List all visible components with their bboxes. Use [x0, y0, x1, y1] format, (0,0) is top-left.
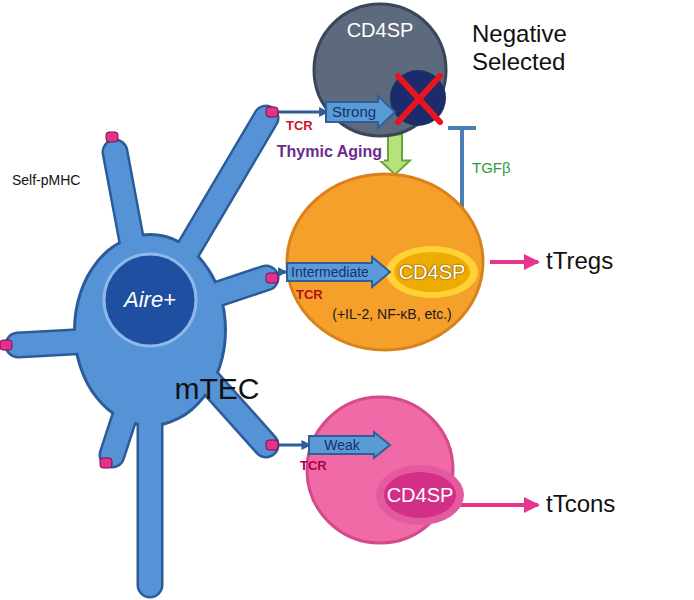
cell-name: mTEC — [175, 372, 260, 407]
factor-label: TGFβ — [470, 159, 513, 176]
signal-note: (+IL-2, NF-κB, etc.) — [332, 306, 451, 322]
molecule-label: Self-pMHC — [12, 172, 80, 188]
arrow-connector — [278, 111, 329, 114]
receptor-label: TCR — [300, 459, 327, 474]
mtec-cell: mTEC Aire+ — [0, 40, 278, 600]
output-label: tTregs — [546, 247, 613, 275]
signal-strength: Strong — [332, 103, 376, 120]
cell-label: CD4SP — [347, 19, 414, 42]
cell-label: CD4SP — [399, 261, 466, 284]
tcon-output-arrow — [449, 503, 538, 507]
cell-label: CD4SP — [387, 484, 454, 507]
arrow-connector — [380, 134, 410, 174]
process-label: Thymic Aging — [275, 143, 384, 161]
signal-strength: Intermediate — [291, 264, 369, 280]
tcon-precursor-cell-shape — [305, 395, 455, 545]
receptor-label: TCR — [296, 288, 323, 303]
arrow-connector — [278, 444, 311, 447]
treg-precursor-cell: CD4SP (+IL-2, NF-κB, etc.) — [285, 172, 485, 352]
nucleus-label: Aire+ — [124, 287, 176, 312]
receptor-label: TCR — [286, 119, 313, 134]
output-label: tTcons — [546, 490, 615, 518]
fate-label: Negative Selected — [472, 20, 602, 75]
tcon-precursor-cell: CD4SP — [305, 395, 455, 545]
treg-output-arrow — [490, 260, 538, 264]
aire-nucleus: Aire+ — [102, 252, 198, 348]
signal-strength: Weak — [324, 437, 360, 453]
